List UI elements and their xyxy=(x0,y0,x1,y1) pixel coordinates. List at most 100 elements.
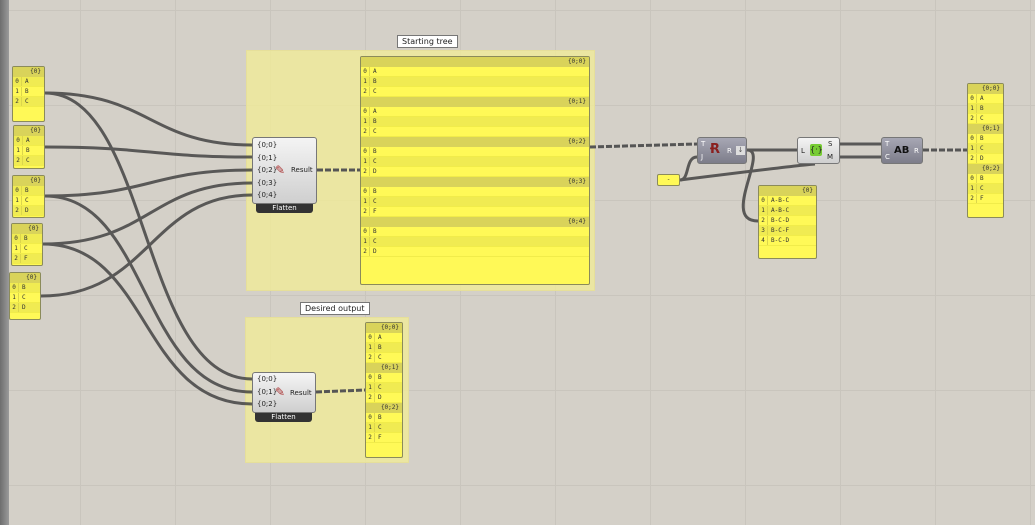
input-port-label[interactable]: {0;2} xyxy=(257,166,278,174)
item-index: 1 xyxy=(968,184,977,193)
item-index: 1 xyxy=(366,383,375,392)
item-index: 4 xyxy=(759,236,768,245)
item-value: B xyxy=(22,284,26,291)
item-value: B xyxy=(373,118,377,125)
item-value: B xyxy=(980,135,984,142)
port-j[interactable]: J xyxy=(701,153,704,161)
item-value: B xyxy=(25,88,29,95)
item-value: D xyxy=(22,304,26,311)
port-t[interactable]: T xyxy=(885,140,890,148)
branch-header: {0;0} xyxy=(361,57,589,67)
flatten-output-label: Result xyxy=(291,166,313,174)
expand-icon[interactable]: ↓ xyxy=(736,146,745,155)
port-m[interactable]: M xyxy=(827,153,834,161)
input-port-label[interactable]: {0;3} xyxy=(257,178,278,187)
branch-header: {0;2} xyxy=(968,164,1003,174)
item-index: 1 xyxy=(12,244,21,253)
canvas-edge xyxy=(0,0,9,525)
branch-header: {0} xyxy=(14,126,44,136)
input-port-label[interactable]: {0;2} xyxy=(257,400,278,408)
item-value: C xyxy=(26,157,30,164)
item-index: 3 xyxy=(759,226,768,235)
item-index: 1 xyxy=(361,117,370,126)
item-index: 1 xyxy=(10,293,19,302)
item-index: 1 xyxy=(13,196,22,205)
item-index: 1 xyxy=(759,206,768,215)
flatten-component-2[interactable]: {0;0}{0;1}{0;2} ✎ Result xyxy=(252,372,316,413)
item-value: B xyxy=(373,188,377,195)
item-index: 0 xyxy=(361,147,370,156)
item-index: 2 xyxy=(361,87,370,96)
item-value: C xyxy=(980,115,984,122)
port-s[interactable]: S xyxy=(828,140,833,148)
item-index: 1 xyxy=(13,87,22,96)
panel-separator[interactable]: - xyxy=(657,174,680,186)
port-c[interactable]: C xyxy=(885,153,890,161)
item-value: B xyxy=(980,105,984,112)
item-value: C xyxy=(22,294,26,301)
input-port-label[interactable]: {0;0} xyxy=(257,375,278,383)
port-t[interactable]: T xyxy=(701,140,706,148)
item-index: 1 xyxy=(361,237,370,246)
item-index: 2 xyxy=(759,216,768,225)
flatten-component-1[interactable]: {0;0}{0;1}{0;2}{0;3}{0;4} ✎ Result xyxy=(252,137,317,204)
flatten-name-1: Flatten xyxy=(256,204,313,213)
item-value: C xyxy=(378,424,382,431)
branch-header: {0;1} xyxy=(366,363,402,373)
item-index: 1 xyxy=(968,104,977,113)
branch-header: {0} xyxy=(10,273,40,283)
item-index: 2 xyxy=(366,353,375,362)
item-index: 0 xyxy=(361,107,370,116)
item-index: 0 xyxy=(14,136,23,145)
input-port-label[interactable]: {0;1} xyxy=(257,153,278,162)
item-value: F xyxy=(980,195,984,202)
branch-header: {0;1} xyxy=(968,124,1003,134)
input-port-label[interactable]: {0;0} xyxy=(257,141,278,149)
item-value: A xyxy=(373,108,377,115)
input-port-label[interactable]: {0;1} xyxy=(257,387,278,396)
input-port-label[interactable]: {0;4} xyxy=(257,191,278,199)
item-index: 0 xyxy=(361,187,370,196)
join-text-component[interactable]: T J Ɍ R ↓ xyxy=(697,137,747,164)
text-split-component[interactable]: T C AB R xyxy=(881,137,923,164)
group-label-desired-output: Desired output xyxy=(300,302,370,315)
item-index: 1 xyxy=(366,343,375,352)
flatten-icon: ✎ xyxy=(275,385,286,399)
port-l[interactable]: L xyxy=(801,147,805,155)
port-r[interactable]: R xyxy=(914,147,919,155)
item-index: 0 xyxy=(968,94,977,103)
item-index: 0 xyxy=(366,373,375,382)
item-value: B-C-D xyxy=(771,217,790,224)
port-r[interactable]: R xyxy=(727,147,732,155)
item-value: C xyxy=(378,384,382,391)
branch-header: {0;1} xyxy=(361,97,589,107)
member-index-component[interactable]: L {·} S M xyxy=(797,137,840,164)
